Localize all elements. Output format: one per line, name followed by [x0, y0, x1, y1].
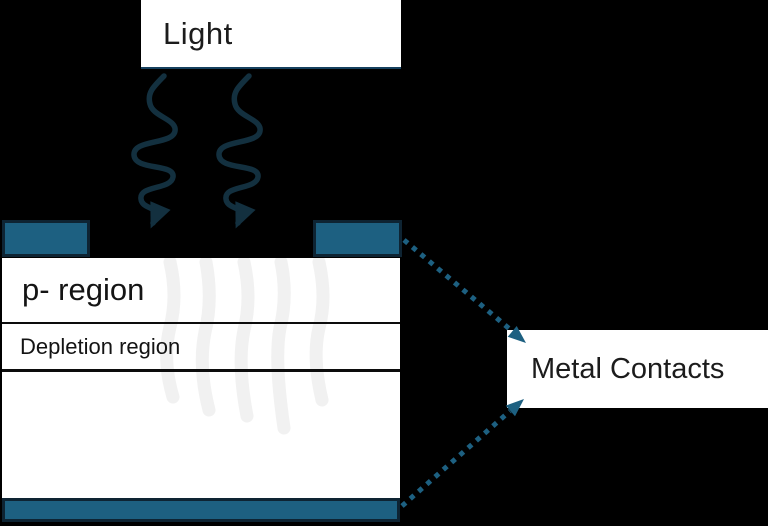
metal-contact-bottom [2, 498, 400, 522]
dotted-arrow-top [402, 238, 514, 333]
incident-light-arrows [120, 70, 285, 242]
metal-contacts-label: Metal Contacts [531, 352, 725, 385]
photodiode-device: p- region Depletion region [0, 256, 402, 524]
metal-contacts-label-box: Metal Contacts [507, 330, 768, 408]
dotted-arrow-bottom [400, 409, 512, 508]
p-depletion-boundary-line [2, 322, 400, 324]
p-region-label: p- region [22, 272, 145, 307]
metal-contact-top-left [2, 220, 90, 257]
depletion-n-boundary-line [2, 369, 400, 372]
metal-contact-top-right [313, 220, 402, 257]
device-layers: p- region Depletion region [2, 258, 400, 522]
depletion-region-label: Depletion region [20, 334, 181, 359]
light-label-box: Light [141, 0, 401, 69]
light-wave-arrow-icon [219, 76, 260, 223]
light-wave-arrow-icon [134, 76, 175, 223]
light-label: Light [163, 15, 233, 51]
